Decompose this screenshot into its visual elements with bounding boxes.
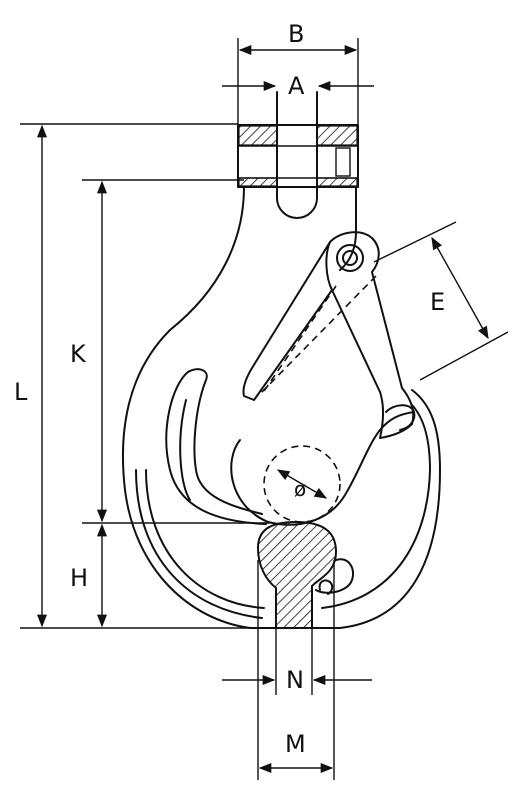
latch-dashed-edge (257, 275, 377, 397)
label-n: N (286, 666, 304, 694)
label-h: H (70, 564, 88, 592)
hook-band-line-right (321, 404, 431, 609)
latch-arm-left (242, 241, 333, 401)
pin-slot (276, 91, 318, 219)
label-a: A (288, 72, 305, 100)
hook-throat (165, 368, 267, 525)
saddle-tab (315, 558, 354, 594)
diameter-circle (263, 445, 341, 523)
hatch-right-bottom (316, 177, 358, 187)
label-k: K (70, 340, 87, 368)
latch-pivot-outer (336, 244, 364, 272)
hook-band-line (145, 469, 265, 609)
hatch-left-top (238, 125, 278, 146)
latch-pivot-inner (342, 250, 358, 266)
label-m: M (285, 730, 306, 758)
latch-body (325, 231, 415, 439)
label-b: B (288, 20, 304, 48)
dimension-lines (20, 38, 509, 780)
hook-throat-inner (179, 399, 191, 501)
safety-latch (242, 231, 416, 439)
pin-head (335, 147, 351, 177)
diameter-arrow (276, 469, 328, 499)
label-diameter: ø (294, 477, 306, 501)
hatch-left-bottom (238, 177, 278, 187)
latch-tip (385, 404, 416, 431)
saddle-tab-notch (318, 579, 334, 595)
hook-body (121, 91, 441, 629)
saddle-section (256, 520, 338, 629)
latch-dashed-edge (261, 285, 337, 395)
hatch-right-top (316, 125, 358, 146)
hook-outer-contour (121, 186, 441, 629)
hook-band-line (135, 469, 263, 619)
label-l: L (14, 378, 28, 406)
eye-block (237, 124, 359, 188)
hook-center-body (230, 231, 415, 526)
label-e: E (430, 288, 445, 316)
